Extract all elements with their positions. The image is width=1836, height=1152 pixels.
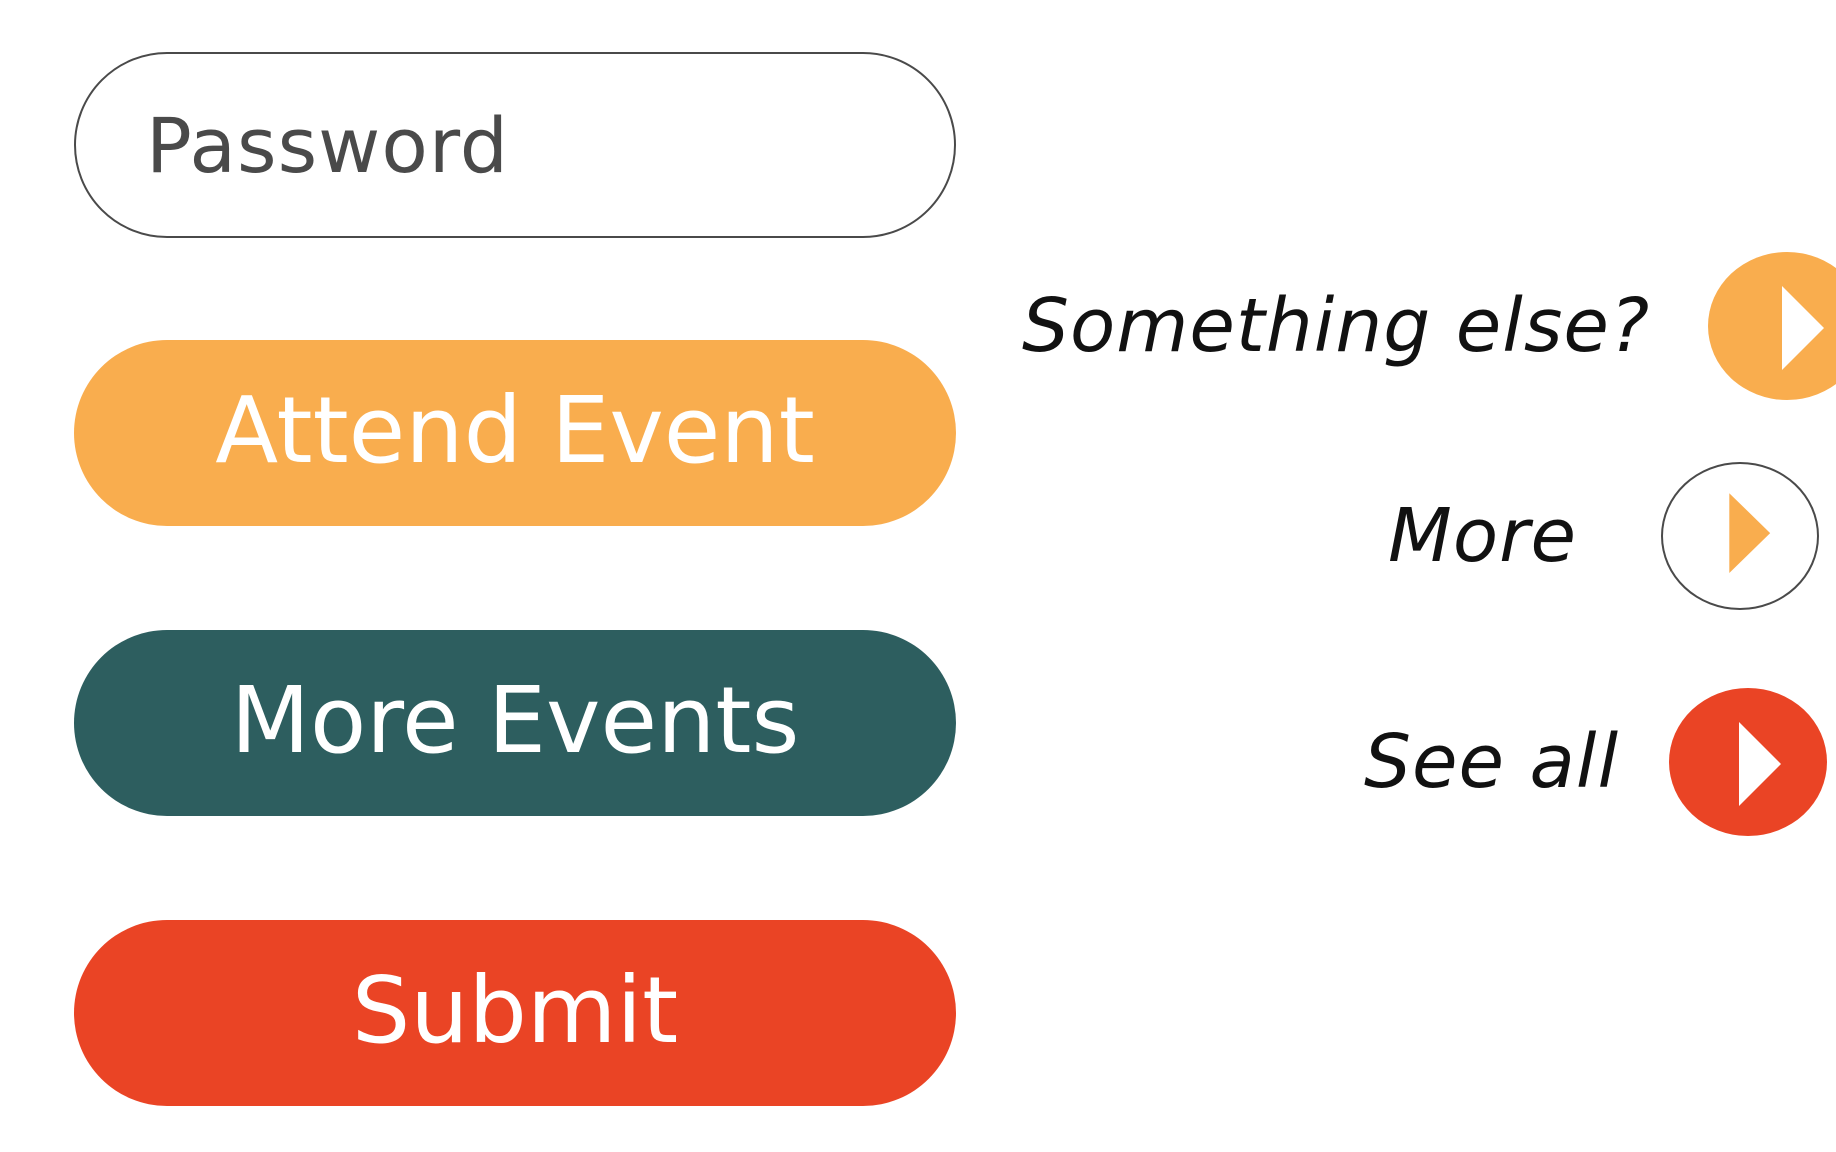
play-arrow-icon	[1729, 493, 1771, 573]
see-all-label: See all	[1364, 719, 1620, 805]
more-label: More	[1388, 493, 1578, 579]
button-style-column: Password Attend Event More Events Submit	[74, 52, 956, 1106]
submit-button[interactable]: Submit	[74, 920, 956, 1106]
password-input[interactable]: Password	[74, 52, 956, 238]
see-all-circle-button[interactable]	[1669, 688, 1828, 836]
see-all-row: See all	[1364, 688, 1828, 836]
something-else-label: Something else?	[1022, 283, 1651, 369]
more-circle-button[interactable]	[1661, 462, 1820, 610]
something-else-row: Something else?	[1022, 252, 1836, 400]
more-events-button[interactable]: More Events	[74, 630, 956, 816]
play-arrow-icon	[1782, 286, 1825, 370]
more-row: More	[1388, 462, 1820, 610]
something-else-circle-button[interactable]	[1708, 252, 1836, 400]
password-placeholder: Password	[146, 100, 509, 190]
attend-event-button[interactable]: Attend Event	[74, 340, 956, 526]
play-arrow-icon	[1739, 722, 1782, 806]
